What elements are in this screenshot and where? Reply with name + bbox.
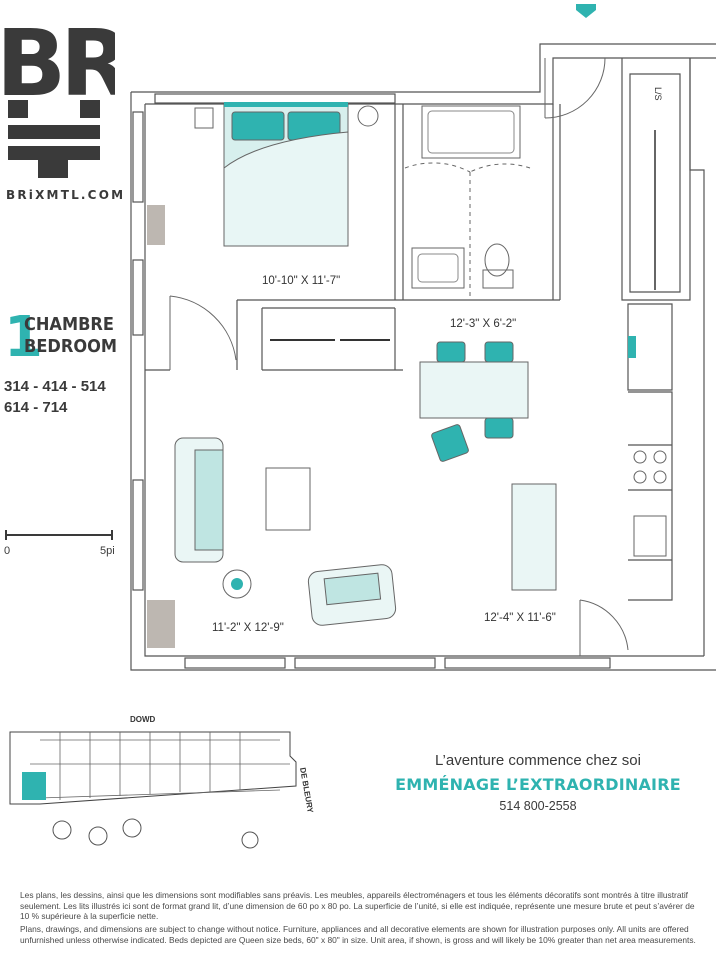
unit-number: 1 xyxy=(4,305,43,370)
floor-plan: 10'-10" X 11'-7" 12'-3" X 6'-2" 11'-2" X… xyxy=(130,4,716,671)
tagline: L’aventure commence chez soi EMMÉNAGE L’… xyxy=(360,752,716,813)
logo-text: BRIX xyxy=(0,10,115,117)
unit-type-en: BEDROOM xyxy=(24,336,117,357)
brand-url: BRiXMTL.COM xyxy=(6,188,126,202)
unit-type: CHAMBRE BEDROOM xyxy=(24,314,117,358)
unit-type-fr: CHAMBRE xyxy=(24,314,114,335)
phone-number: 514 800-2558 xyxy=(499,799,577,813)
tagline-line2: EMMÉNAGE L’EXTRAORDINAIRE xyxy=(395,775,681,794)
unit-highlight xyxy=(22,772,46,800)
scale-bar: 0 5pi xyxy=(4,530,115,557)
street-de-bleury: DE BLEURY xyxy=(298,767,315,814)
disclaimer-en: Plans, drawings, and dimensions are subj… xyxy=(20,924,696,945)
scale-start: 0 xyxy=(4,545,10,557)
unit-numbers: 314 - 414 - 514 614 - 714 xyxy=(4,376,106,418)
scale-end: 5pi xyxy=(100,545,115,557)
laundry-label: L/S xyxy=(653,87,663,101)
tagline-line1: L’aventure commence chez soi xyxy=(435,752,641,769)
kitchen-dimensions: 12'-4" X 11'-6" xyxy=(484,612,556,624)
bedroom-dimensions: 10'-10" X 11'-7" xyxy=(262,275,340,287)
disclaimer-fr: Les plans, les dessins, ainsi que les di… xyxy=(20,890,695,922)
brix-logo: BRIX xyxy=(0,10,115,178)
unit-numbers-line1: 314 - 414 - 514 xyxy=(4,378,106,395)
living-dimensions: 11'-2" X 12'-9" xyxy=(212,622,284,634)
unit-numbers-line2: 614 - 714 xyxy=(4,399,68,416)
site-plan: DOWD DE BLEURY xyxy=(9,715,315,849)
bathroom-dimensions: 12'-3" X 6'-2" xyxy=(450,318,516,330)
street-dowd: DOWD xyxy=(130,715,156,724)
